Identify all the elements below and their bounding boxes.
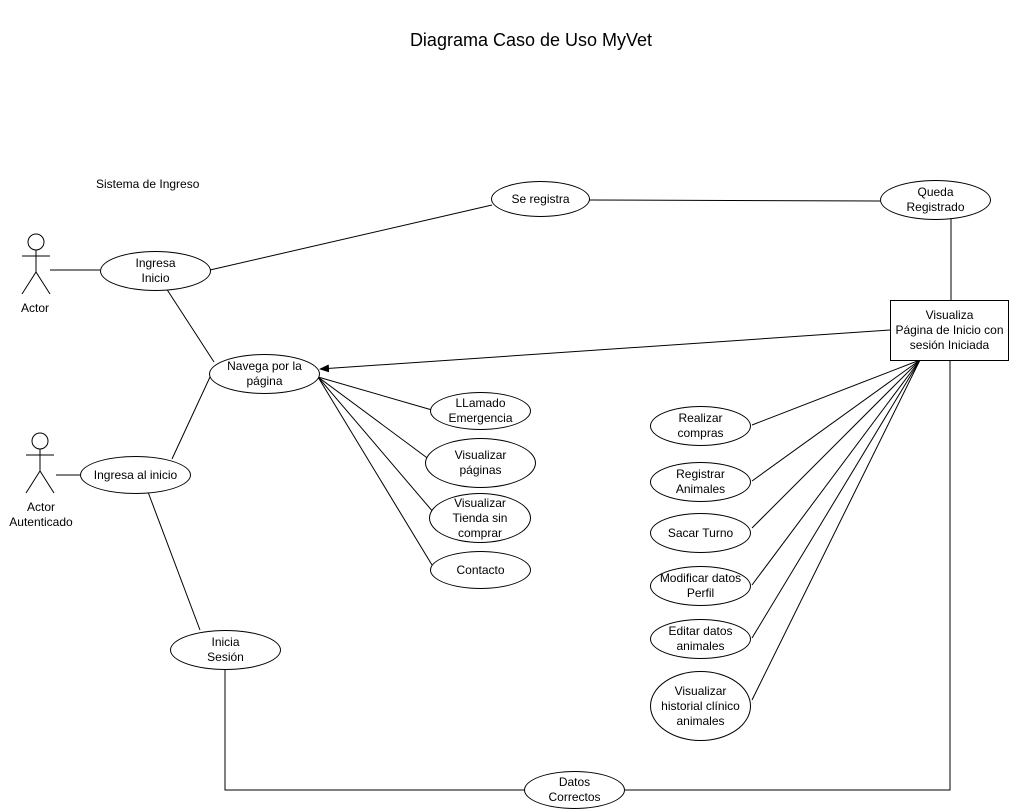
authenticated-actor-stick-figure xyxy=(25,432,55,494)
use-case-visualizar-paginas[interactable]: Visualizar páginas xyxy=(425,438,536,488)
use-case-navega[interactable]: Navega por la página xyxy=(209,354,320,394)
use-case-llamado-emergencia[interactable]: LLamado Emergencia xyxy=(430,392,531,430)
system-label: Sistema de Ingreso xyxy=(96,177,200,191)
use-case-historial-clinico[interactable]: Visualizar historial clínico animales xyxy=(650,671,751,741)
use-case-modificar-perfil[interactable]: Modificar datos Perfil xyxy=(650,566,751,606)
use-case-contacto[interactable]: Contacto xyxy=(430,551,531,589)
actor-stick-figure xyxy=(21,233,51,295)
use-case-ingresa-al-inicio[interactable]: Ingresa al inicio xyxy=(80,456,191,494)
visualiza-inicio-box[interactable]: Visualiza Página de Inicio con sesión In… xyxy=(890,300,1009,361)
use-case-se-registra[interactable]: Se registra xyxy=(491,181,590,217)
use-case-visualizar-tienda[interactable]: Visualizar Tienda sin comprar xyxy=(429,493,531,543)
diagram-title: Diagrama Caso de Uso MyVet xyxy=(409,30,653,50)
use-case-ingresa-inicio[interactable]: Ingresa Inicio xyxy=(100,251,211,291)
use-case-inicia-sesion[interactable]: Inicia Sesión xyxy=(170,630,281,670)
use-case-queda-registrado[interactable]: Queda Registrado xyxy=(880,180,991,220)
use-case-realizar-compras[interactable]: Realizar compras xyxy=(650,406,751,446)
use-case-editar-animales[interactable]: Editar datos animales xyxy=(650,619,751,659)
use-case-registrar-animales[interactable]: Registrar Animales xyxy=(650,462,751,502)
actor-label: Actor xyxy=(20,301,49,315)
use-case-datos-correctos[interactable]: Datos Correctos xyxy=(524,771,625,809)
use-case-sacar-turno[interactable]: Sacar Turno xyxy=(650,513,751,553)
authenticated-actor-label: Actor Autenticado xyxy=(9,500,73,529)
